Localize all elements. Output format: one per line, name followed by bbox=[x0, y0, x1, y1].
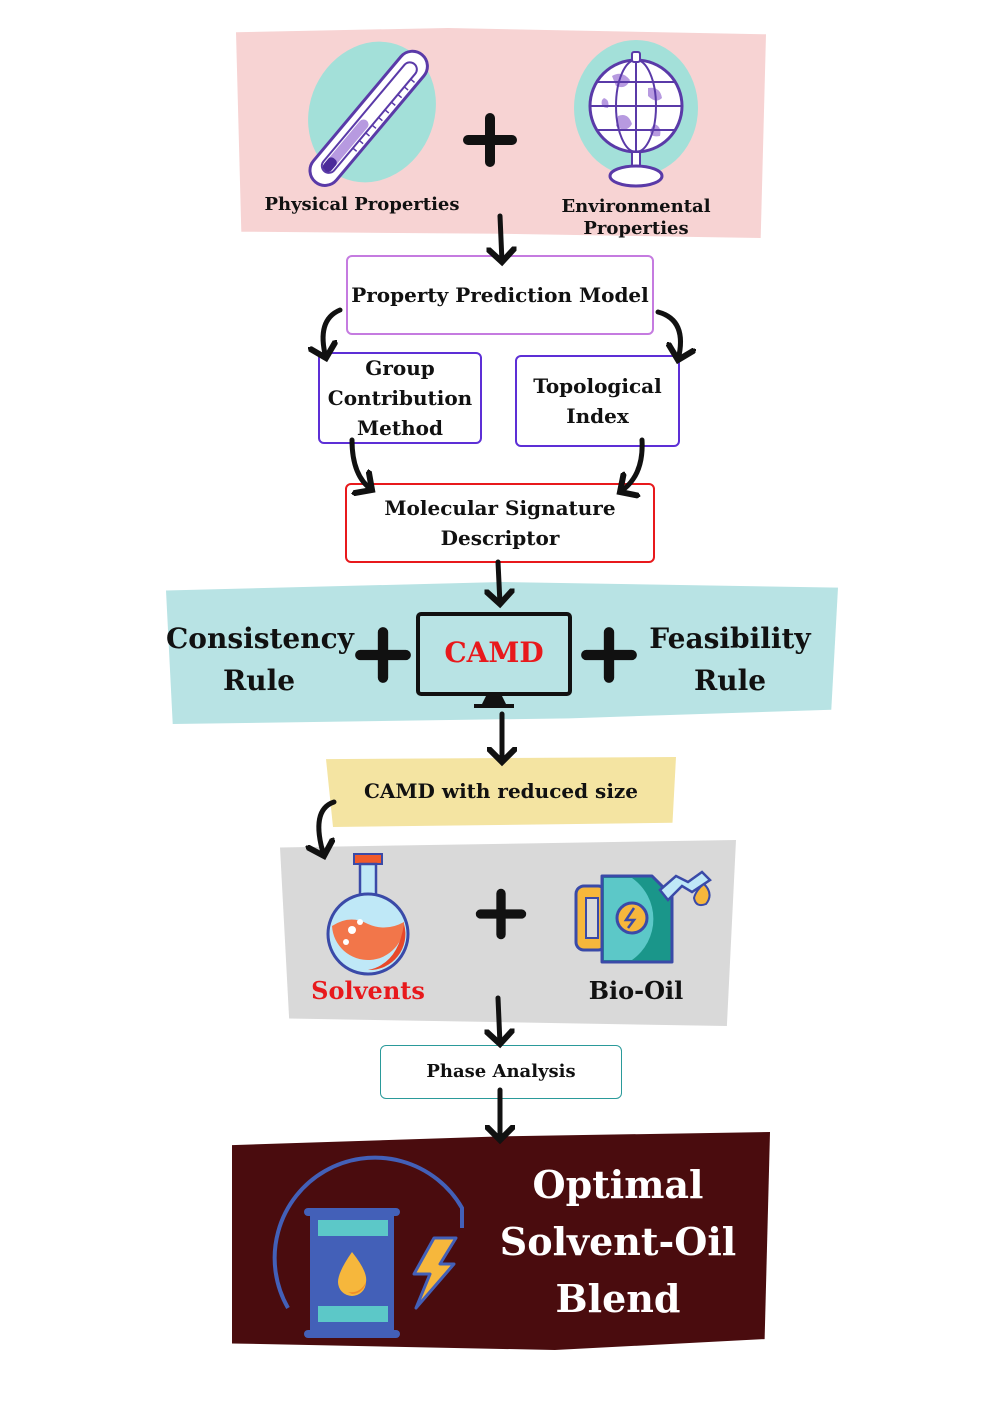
msd-line-1: Molecular Signature bbox=[384, 496, 616, 520]
plus-icon bbox=[463, 113, 517, 167]
plus-icon bbox=[355, 627, 411, 683]
gcm-line-2: Contribution bbox=[327, 386, 473, 410]
camd-reduced-size-label: CAMD with reduced size bbox=[363, 779, 638, 803]
bio-oil-label: Bio-Oil bbox=[588, 976, 684, 1005]
environmental-properties-label: Environmental Properties bbox=[561, 196, 711, 239]
result-label: Optimal Solvent-Oil Blend bbox=[490, 1156, 746, 1327]
group-contribution-method-box: Group Contribution Method bbox=[318, 352, 482, 444]
physical-properties-label: Physical Properties bbox=[264, 194, 460, 215]
monitor-icon bbox=[416, 612, 572, 708]
solvents-label: Solvents bbox=[311, 976, 425, 1005]
camd-label: CAMD bbox=[444, 636, 544, 669]
feasibility-line-1: Feasibility bbox=[649, 622, 811, 655]
phase-analysis-label: Phase Analysis bbox=[426, 1061, 576, 1083]
molecular-signature-descriptor-box: Molecular Signature Descriptor bbox=[345, 483, 655, 563]
property-prediction-model-box: Property Prediction Model bbox=[346, 255, 654, 335]
ti-line-2: Index bbox=[566, 404, 629, 428]
result-line-3: Blend bbox=[555, 1276, 681, 1321]
result-line-2: Solvent-Oil bbox=[499, 1219, 737, 1264]
thermometer-icon bbox=[308, 41, 436, 187]
gcm-line-1: Group bbox=[365, 356, 435, 380]
reduced-camd-panel bbox=[326, 757, 676, 827]
feasibility-line-2: Rule bbox=[693, 664, 767, 697]
fuel-can-icon bbox=[574, 870, 712, 964]
msd-line-2: Descriptor bbox=[440, 526, 560, 550]
consistency-line-1: Consistency bbox=[166, 622, 354, 655]
ti-line-1: Topological bbox=[533, 374, 662, 398]
gcm-line-3: Method bbox=[357, 416, 443, 440]
plus-icon bbox=[475, 888, 527, 940]
property-prediction-model-label: Property Prediction Model bbox=[351, 283, 649, 307]
consistency-rule-label: Consistency Rule bbox=[166, 618, 354, 702]
oil-barrel-energy-icon bbox=[272, 1155, 464, 1338]
flask-icon bbox=[326, 853, 410, 976]
result-line-1: Optimal bbox=[532, 1162, 704, 1207]
consistency-line-2: Rule bbox=[222, 664, 296, 697]
plus-icon bbox=[581, 627, 637, 683]
phase-analysis-box: Phase Analysis bbox=[380, 1045, 622, 1099]
arrow-model-to-ti bbox=[655, 309, 681, 360]
topological-index-box: Topological Index bbox=[515, 355, 680, 447]
feasibility-rule-label: Feasibility Rule bbox=[640, 618, 820, 702]
globe-icon bbox=[574, 40, 698, 188]
arrow-model-to-gcm bbox=[323, 307, 343, 358]
